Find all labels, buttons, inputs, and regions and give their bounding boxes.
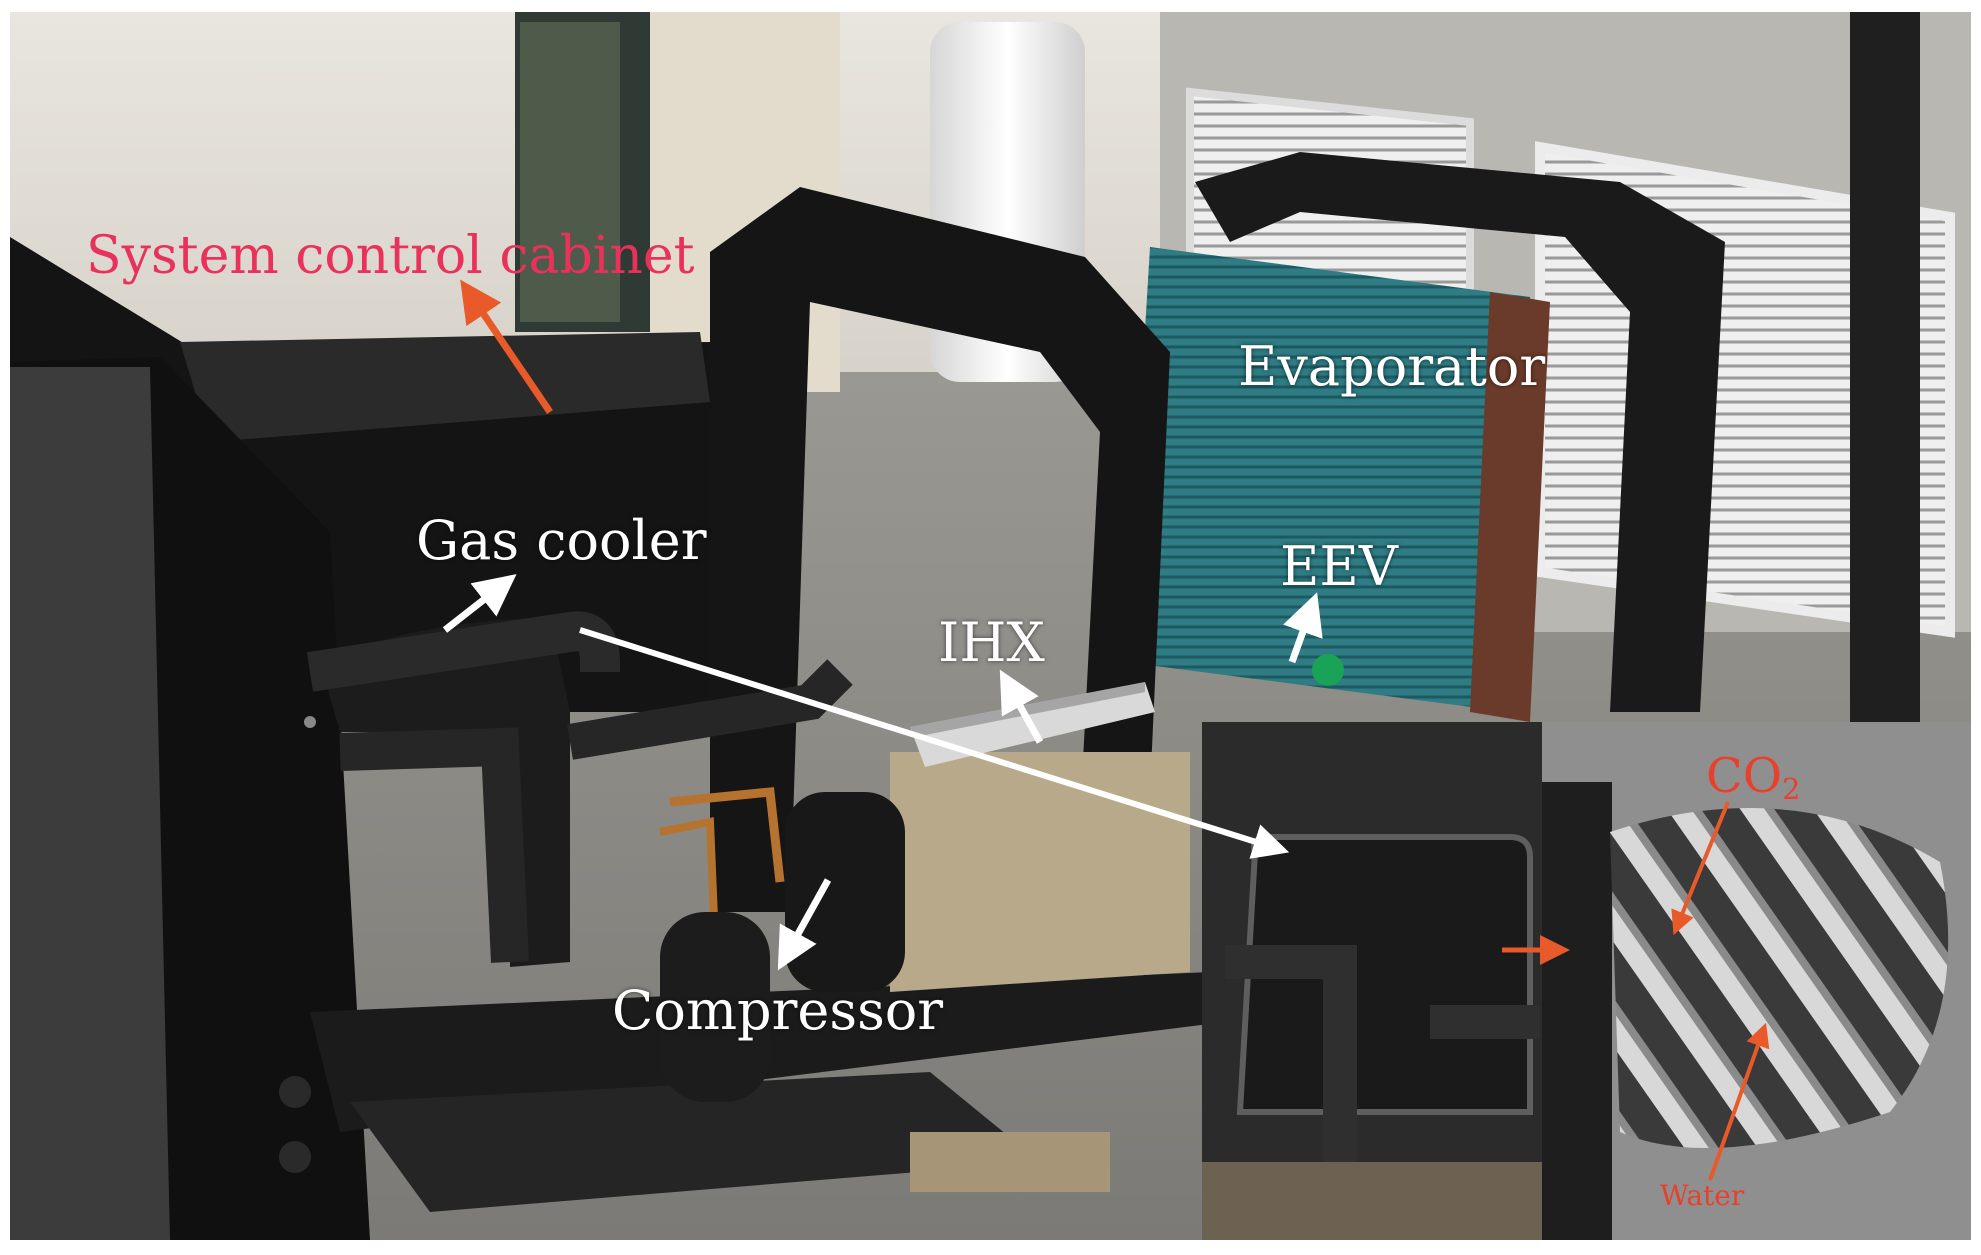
label-ihx: IHX bbox=[938, 611, 1045, 674]
label-co2-text: CO bbox=[1706, 748, 1783, 804]
label-co2-subscript: 2 bbox=[1782, 772, 1801, 807]
cabinet-arrow bbox=[460, 279, 553, 414]
label-system-control-cabinet: System control cabinet bbox=[86, 226, 695, 286]
annotation-arrows bbox=[442, 279, 1770, 1181]
eev-arrow bbox=[1283, 592, 1323, 664]
label-gas-cooler: Gas cooler bbox=[416, 509, 707, 572]
label-eev: EEV bbox=[1280, 535, 1398, 598]
label-evaporator: Evaporator bbox=[1238, 335, 1546, 398]
photo-scene bbox=[10, 12, 1971, 1240]
gas-cooler-arrow bbox=[442, 574, 517, 633]
label-compressor: Compressor bbox=[612, 979, 944, 1042]
compressor-arrow bbox=[777, 878, 832, 971]
ihx-arrow bbox=[999, 669, 1044, 744]
co2-arrow bbox=[1671, 801, 1730, 936]
photo-figure: System control cabinet Evaporator Gas co… bbox=[10, 12, 1971, 1240]
label-water: Water bbox=[1660, 1179, 1745, 1212]
water-arrow bbox=[1708, 1022, 1770, 1181]
label-co2: CO2 bbox=[1706, 752, 1800, 804]
gas-cooler-link-arrow bbox=[579, 627, 1290, 859]
